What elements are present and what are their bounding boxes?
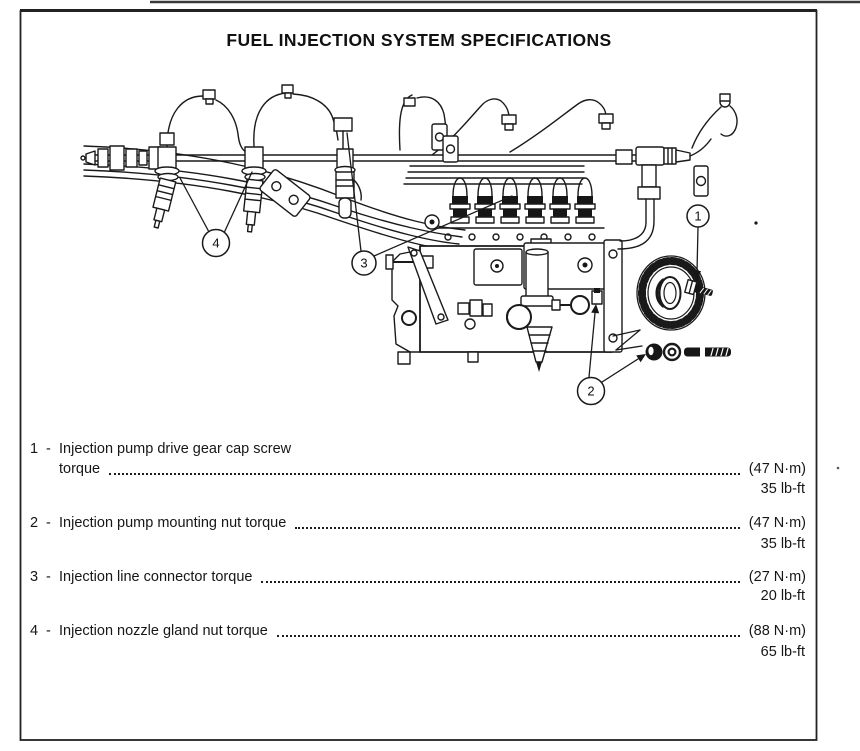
callout-4: 4 xyxy=(179,171,253,258)
spec-label: Injection nozzle gland nut torque xyxy=(59,623,268,639)
spec-label: Injection line connector torque xyxy=(59,569,253,585)
spec-separator: - xyxy=(46,441,51,457)
fuel-rail xyxy=(80,145,641,171)
callout-1: 1 xyxy=(686,204,710,281)
injection-nozzle-2 xyxy=(241,146,267,233)
spec-label-cont: torque xyxy=(59,461,101,477)
spec-number: 4 xyxy=(30,623,39,639)
return-line-fitting xyxy=(617,93,738,250)
spec-number: 3 xyxy=(30,569,39,585)
spec-item-4: 4-Injection nozzle gland nut torque (88 N… xyxy=(30,623,806,640)
injection-pump xyxy=(385,177,623,372)
dotted-leader xyxy=(261,581,740,584)
callout-2: 2 xyxy=(576,304,646,406)
spec-item-3: 3-Injection line connector torque (27 N·m… xyxy=(30,569,806,586)
imperial-value: 65 lb-ft xyxy=(760,644,805,660)
callout-3-number: 3 xyxy=(360,256,367,271)
dotted-leader xyxy=(276,635,740,638)
mounting-nut-washer-stud xyxy=(612,329,731,362)
page-title: FUEL INJECTION SYSTEM SPECIFICATIONS xyxy=(226,30,612,50)
imperial-value: 20 lb-ft xyxy=(760,588,805,604)
spec-number: 2 xyxy=(30,515,39,531)
metric-value: (88 N·m) xyxy=(748,623,806,639)
dotted-leader xyxy=(295,527,740,530)
spec-separator: - xyxy=(46,515,51,531)
dotted-leader xyxy=(109,473,740,476)
callout-2-number: 2 xyxy=(587,384,594,399)
spec-item-1-line1: 1-Injection pump drive gear cap screw xyxy=(30,441,806,458)
injection-line-loops xyxy=(166,84,614,156)
injection-nozzle-1 xyxy=(152,132,180,229)
callout-3: 3 xyxy=(346,132,513,276)
line-bracket xyxy=(259,169,311,217)
spec-separator: - xyxy=(46,623,51,639)
spec-label: Injection pump mounting nut torque xyxy=(59,515,287,531)
spec-label: Injection pump drive gear cap screw xyxy=(59,441,292,457)
spec-number: 1 xyxy=(30,441,39,457)
spec-separator: - xyxy=(46,569,51,585)
metric-value: (47 N·m) xyxy=(748,515,806,531)
injection-nozzle-3 xyxy=(334,148,362,219)
callout-1-number: 1 xyxy=(694,209,701,224)
spec-item-1-line2: torque (47 N·m) xyxy=(30,461,806,478)
drive-gear xyxy=(636,255,706,331)
callout-4-number: 4 xyxy=(212,236,219,251)
imperial-value: 35 lb-ft xyxy=(760,481,805,497)
imperial-value: 35 lb-ft xyxy=(760,536,805,552)
drive-gear-cap-screw xyxy=(684,278,713,296)
metric-value: (47 N·m) xyxy=(748,461,806,477)
speck xyxy=(836,466,840,470)
spec-item-2: 2-Injection pump mounting nut torque (47 … xyxy=(30,515,806,532)
metric-value: (27 N·m) xyxy=(748,569,806,585)
line-clamps xyxy=(431,123,709,197)
page-frame xyxy=(19,0,860,741)
speck xyxy=(754,221,758,225)
